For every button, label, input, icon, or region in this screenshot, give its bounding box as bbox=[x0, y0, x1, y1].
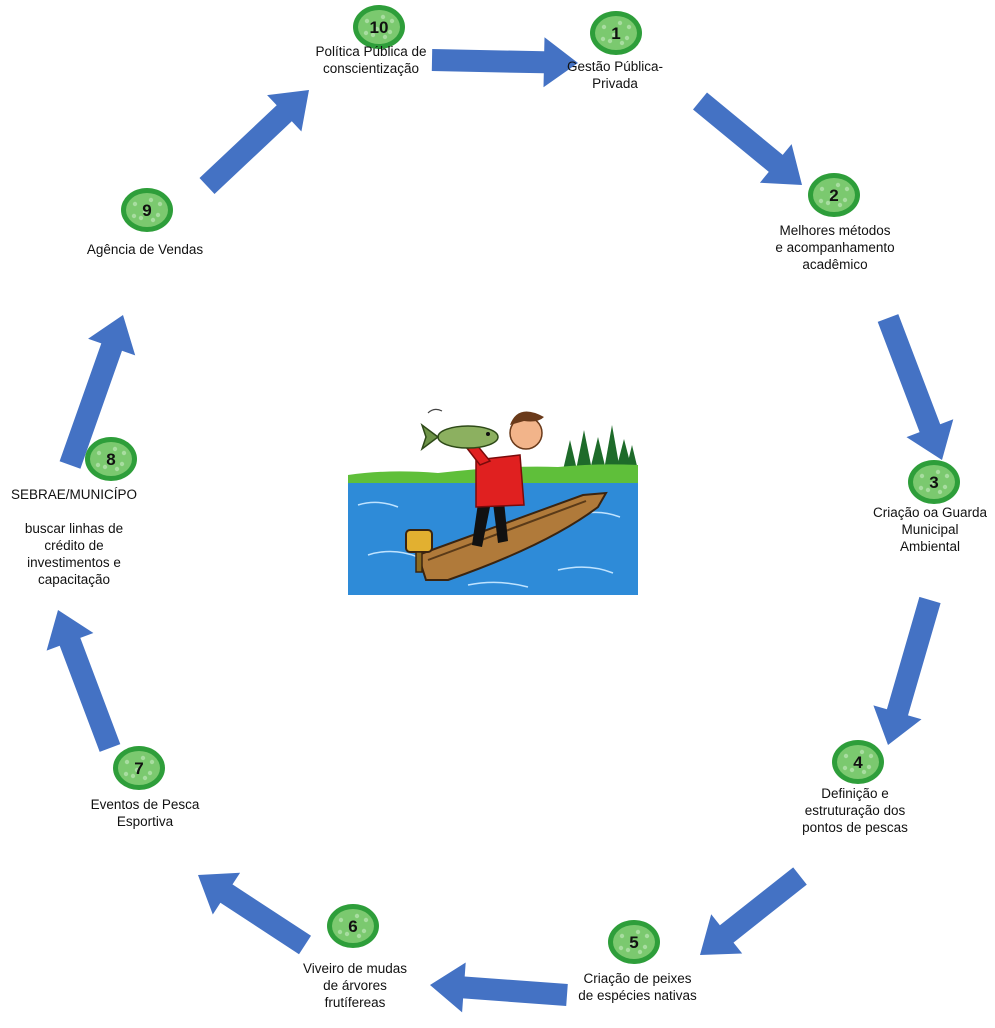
step-number-5: 5 bbox=[629, 933, 638, 952]
outboard-motor bbox=[405, 529, 433, 573]
step-number-9: 9 bbox=[142, 201, 151, 220]
step-number-6: 6 bbox=[348, 917, 357, 936]
step-number-3: 3 bbox=[929, 473, 938, 492]
fisherman-shirt bbox=[475, 454, 525, 508]
cycle-arrow bbox=[46, 610, 121, 752]
step-number-2: 2 bbox=[829, 186, 838, 205]
step-badge-10: 10 bbox=[353, 5, 405, 49]
step-6-label: Viveiro de mudas de árvores frutífereas bbox=[302, 961, 408, 1010]
step-badge-3: 3 bbox=[908, 460, 960, 504]
step-badge-6: 6 bbox=[327, 904, 379, 948]
step-5-label: Criação de peixes de espécies nativas bbox=[578, 971, 697, 1003]
fisherman-illustration bbox=[348, 408, 638, 595]
step-badge-2: 2 bbox=[808, 173, 860, 217]
cycle-arrow bbox=[431, 37, 578, 88]
cycle-arrow bbox=[430, 962, 568, 1013]
step-4-label: Definição e estruturação dos pontos de p… bbox=[802, 786, 908, 835]
cycle-arrow bbox=[873, 596, 941, 745]
step-badge-7: 7 bbox=[113, 746, 165, 790]
step-badges: 1 2 3 4 5 6 7 8 9 10 bbox=[85, 5, 960, 964]
cycle-arrow bbox=[700, 867, 807, 955]
step-7-label: Eventos de Pesca Esportiva bbox=[90, 797, 200, 829]
step-1-label: Gestão Pública- Privada bbox=[566, 59, 664, 91]
step-number-1: 1 bbox=[611, 24, 620, 43]
step-number-7: 7 bbox=[134, 759, 143, 778]
step-3-label: Criação oa Guarda Municipal Ambiental bbox=[872, 505, 988, 554]
cycle-arrow bbox=[59, 315, 136, 469]
cycle-arrows bbox=[46, 37, 954, 1013]
step-number-4: 4 bbox=[853, 753, 863, 772]
step-8-label: SEBRAE/MUNICÍPO buscar linhas de crédito… bbox=[10, 487, 138, 587]
step-number-8: 8 bbox=[106, 450, 115, 469]
cycle-arrow bbox=[693, 92, 802, 185]
cycle-arrow bbox=[877, 314, 954, 460]
step-10-label: Política Pública de conscientização bbox=[315, 44, 427, 76]
cycle-arrow bbox=[199, 90, 309, 194]
boat bbox=[416, 491, 608, 581]
step-badge-4: 4 bbox=[832, 740, 884, 784]
step-9-label: Agência de Vendas bbox=[86, 242, 204, 257]
step-number-10: 10 bbox=[370, 18, 389, 37]
step-badge-8: 8 bbox=[85, 437, 137, 481]
step-badge-1: 1 bbox=[590, 11, 642, 55]
step-2-label: Melhores métodos e acompanhamento acadêm… bbox=[775, 223, 895, 272]
step-badge-5: 5 bbox=[608, 920, 660, 964]
step-badge-9: 9 bbox=[121, 188, 173, 232]
trees bbox=[563, 425, 638, 470]
cycle-arrow bbox=[198, 872, 311, 955]
fish bbox=[420, 408, 499, 452]
